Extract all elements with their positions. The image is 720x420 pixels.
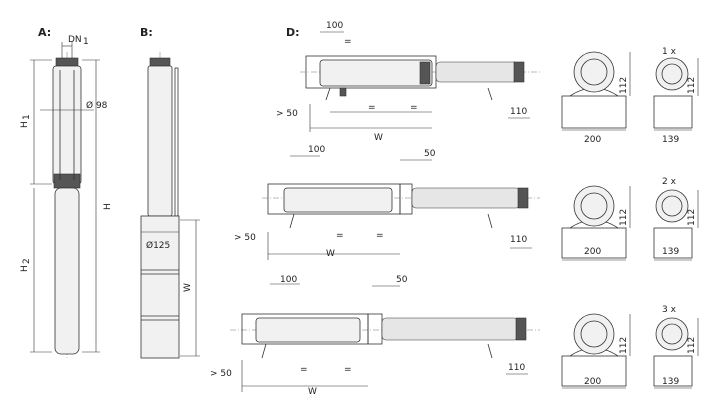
h1-sub: 1 (22, 114, 32, 120)
dim-200-row1: 200 (584, 135, 601, 145)
dim-112-r2c1: 112 (619, 209, 629, 226)
count-row1: 1 x (662, 47, 677, 57)
side-view-narrow-1 (653, 57, 699, 131)
dim-112-r2c2: 112 (687, 209, 697, 226)
eq-row2-a: = (336, 231, 344, 241)
h1-label: H (20, 121, 30, 128)
eq-row3-b: = (344, 365, 352, 375)
dim-110-row3: 110 (508, 363, 525, 373)
dn-sub: 1 (83, 37, 89, 47)
w-row2: W (326, 249, 335, 259)
side-view-wide-1 (561, 51, 631, 131)
h-label: H (103, 203, 113, 210)
dim-112-r3c2: 112 (687, 337, 697, 354)
label-d: D: (286, 26, 300, 39)
count-row2: 2 x (662, 177, 677, 187)
dim-110-row2: 110 (510, 235, 527, 245)
dim-139-row2: 139 (662, 247, 679, 257)
dim-50-row2: 50 (424, 149, 436, 159)
dia-125-label: Ø125 (146, 240, 170, 251)
eq-row3-a: = (300, 365, 308, 375)
w-row1: W (374, 133, 383, 143)
horizontal-pump-1 (300, 31, 540, 132)
dim-200-row3: 200 (584, 377, 601, 387)
dim-200-row2: 200 (584, 247, 601, 257)
h2-label: H (20, 265, 30, 272)
horizontal-pump-3 (230, 283, 540, 392)
h2-sub: 2 (22, 258, 32, 264)
dim-139-row1: 139 (662, 135, 679, 145)
side-view-narrow-2 (653, 189, 699, 261)
w-label-b: W (183, 283, 193, 292)
pump-b (140, 52, 200, 360)
dim-112-r3c1: 112 (619, 337, 629, 354)
side-view-wide-2 (561, 185, 631, 261)
side-view-narrow-3 (653, 317, 699, 389)
label-a: A: (38, 26, 51, 39)
dim-100-row2: 100 (308, 145, 325, 155)
dim-100-row1: 100 (326, 21, 343, 31)
dim-139-row3: 139 (662, 377, 679, 387)
w-row3: W (308, 387, 317, 397)
dim-112-r1c1: 112 (619, 77, 629, 94)
eq-row2-b: = (376, 231, 384, 241)
dia-98-label: Ø 98 (86, 100, 108, 111)
eq-row1-b: = (368, 103, 376, 113)
eq-row1-a: = (344, 37, 352, 47)
gt50-row3: > 50 (210, 369, 232, 379)
eq-row1-c: = (410, 103, 418, 113)
pump-a (30, 42, 100, 360)
gt50-row1: > 50 (276, 109, 298, 119)
dim-100-row3: 100 (280, 275, 297, 285)
dim-50-row3: 50 (396, 275, 408, 285)
gt50-row2: > 50 (234, 233, 256, 243)
side-view-wide-3 (561, 313, 631, 389)
dn-label: DN (68, 35, 82, 45)
count-row3: 3 x (662, 305, 677, 315)
horizontal-pump-2 (262, 155, 540, 260)
dim-110-row1: 110 (510, 107, 527, 117)
dim-112-r1c2: 112 (687, 77, 697, 94)
label-b: B: (140, 26, 153, 39)
